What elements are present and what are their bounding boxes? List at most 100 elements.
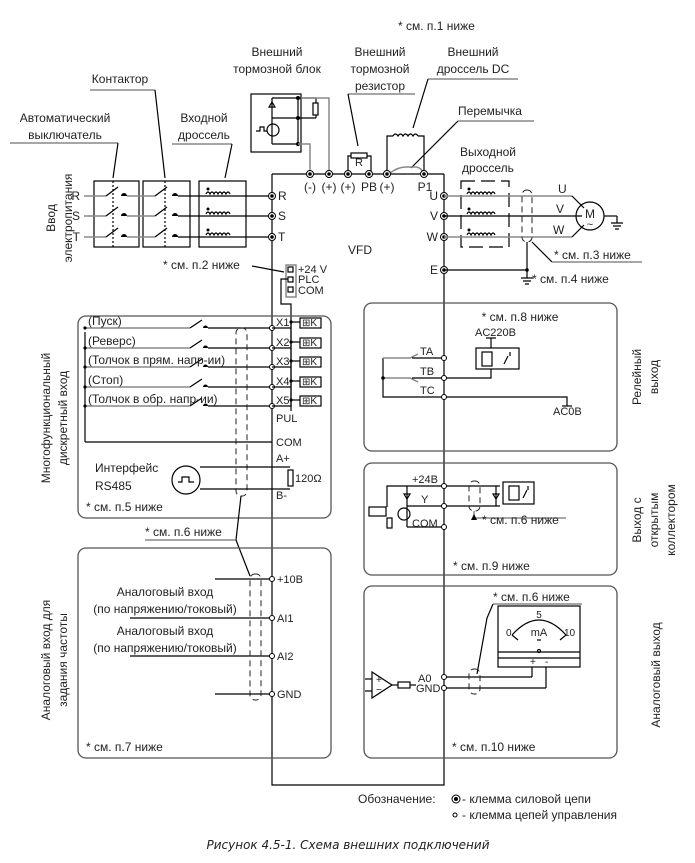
digital-input-row: (Толчок в прям. напр-ии)X3⊞K <box>83 353 322 370</box>
breaker-label-1: Автоматический <box>20 111 111 125</box>
digital-input-label: (Стоп) <box>88 373 123 387</box>
leader-arrows <box>112 78 459 179</box>
term-ai1: AI1 <box>277 613 294 625</box>
brake-unit-label-1: Внешний <box>252 45 303 59</box>
control-terminal-icon <box>452 812 458 818</box>
term-gnd: GND <box>277 689 302 701</box>
note-6-b: * см. п.6 ниже <box>482 513 559 527</box>
note-9: * см. п.9 ниже <box>453 559 530 573</box>
plc-com: COM <box>298 285 324 297</box>
relay-output-label-1: Релейный <box>630 349 644 405</box>
vfd-label: VFD <box>348 243 372 257</box>
legend-power: - клемма силовой цепи <box>462 792 591 806</box>
digital-input-label: (Пуск) <box>88 314 122 328</box>
term-dc-plus-2: (+) <box>341 180 356 194</box>
digital-input-label: (Реверс) <box>88 334 136 348</box>
digital-input-terminal: X5 <box>276 395 289 407</box>
relay-ac220: AC220B <box>475 327 516 339</box>
ai1-label-1: Аналоговый вход <box>117 585 214 599</box>
analog-input-label-2: задания частоты <box>56 613 70 707</box>
term-dc-minus: (-) <box>304 180 316 194</box>
ammeter <box>497 605 581 668</box>
optocoupler-icon: ⊞K <box>302 318 317 329</box>
digital-input-label: (Толчок в прям. напр-ии) <box>88 353 225 367</box>
relay-ac0: AC0B <box>553 406 582 418</box>
motor-v: V <box>556 202 564 216</box>
note-8: * см. п.8 ниже <box>482 310 559 324</box>
term-b-minus: B- <box>276 490 287 502</box>
analog-output-label: Аналоговый выход <box>649 622 663 727</box>
legend-control: - клемма цепей управления <box>462 808 617 822</box>
input-switchgear <box>93 180 247 248</box>
ao-a0: A0 <box>418 673 431 685</box>
meter-tick-10: 10 <box>564 628 576 639</box>
legend: Обозначение: - клемма силовой цепи - кле… <box>358 792 617 822</box>
leader-line <box>531 241 553 263</box>
digital-input-label-2: дискретный вход <box>56 371 70 465</box>
digital-input-label-1: Многофункциональный <box>39 353 53 483</box>
digital-input-wiring: (Пуск)X1⊞K(Реверс)X2⊞K(Толчок в прям. на… <box>83 314 322 541</box>
term-u: U <box>429 189 438 203</box>
dc-choke <box>386 133 425 174</box>
oc-y: Y <box>421 494 429 506</box>
term-10v: +10B <box>277 574 303 586</box>
digital-input-label: (Толчок в обр. напр-ии) <box>88 392 218 406</box>
output-choke-label-2: дроссель <box>462 161 514 175</box>
note-3: * см. п.3 ниже <box>554 248 631 262</box>
output-choke-label-1: Выходной <box>460 145 516 159</box>
power-input-label-1: Ввод <box>44 204 58 232</box>
term-dc-plus-1: (+) <box>322 180 337 194</box>
note-6-a: * см. п.6 ниже <box>145 525 222 539</box>
note-2: * см. п.2 ниже <box>163 258 240 272</box>
motor-w: W <box>553 223 565 237</box>
brake-unit-label-2: тормозной блок <box>233 62 321 76</box>
term-t: T <box>278 230 286 244</box>
note-5: * см. п.5 ниже <box>86 500 163 514</box>
output-choke <box>444 180 572 285</box>
term-p1: P1 <box>418 180 433 194</box>
oc-output-label-3: коллектором <box>664 484 678 556</box>
relay-output-panel <box>363 302 618 452</box>
oc-output-label-2: открытым <box>647 493 661 548</box>
relay-wiring <box>381 337 572 407</box>
term-pb: PB <box>361 180 377 194</box>
ao-gnd: GND <box>416 683 441 695</box>
term-r: R <box>278 189 287 203</box>
ai2-label-1: Аналоговый вход <box>117 624 214 638</box>
x5-pul: PUL <box>276 413 297 425</box>
meter-tick-5: 5 <box>536 610 542 621</box>
relay-ta: TA <box>420 346 434 358</box>
plc-plc: PLC <box>298 274 319 286</box>
legend-title: Обозначение: <box>358 792 436 806</box>
rs485-label-1: Интерфейс <box>95 461 158 475</box>
term-w: W <box>427 230 439 244</box>
leader-line <box>235 539 251 577</box>
optocoupler-icon: ⊞K <box>302 377 317 388</box>
brake-resistor: R <box>347 152 372 174</box>
term-a-plus: A+ <box>276 453 290 465</box>
digital-input-terminal: X4 <box>276 376 289 388</box>
leader-line <box>251 265 285 273</box>
oc-p24: +24B <box>412 474 438 486</box>
note-1: * см. п.1 ниже <box>398 19 475 33</box>
brake-unit <box>250 93 330 174</box>
digital-input-row: (Стоп) X4 ⊞K <box>83 373 322 390</box>
svg-text:−: − <box>376 685 382 696</box>
input-phase-lines <box>84 186 272 238</box>
relay-output-label-2: выход <box>647 360 661 394</box>
input-r: R <box>71 189 80 203</box>
jumper-label: Перемычка <box>458 104 522 118</box>
relay-tc: TC <box>420 385 435 397</box>
ai2-label-2: (по напряжению/токовый) <box>93 641 237 655</box>
rs485-label-2: RS485 <box>95 479 132 493</box>
term-dc-plus-3: (+) <box>380 180 395 194</box>
input-choke-label-1: Входной <box>180 111 227 125</box>
meter-minus: - <box>545 657 548 668</box>
input-s: S <box>72 209 80 223</box>
note-6-c: * см. п.6 ниже <box>493 590 570 604</box>
meter-plus: + <box>530 657 536 668</box>
plc-p24: +24 V <box>298 264 328 276</box>
contactor-label: Контактор <box>92 72 149 86</box>
digital-input-row: (Пуск)X1⊞K <box>83 314 322 331</box>
